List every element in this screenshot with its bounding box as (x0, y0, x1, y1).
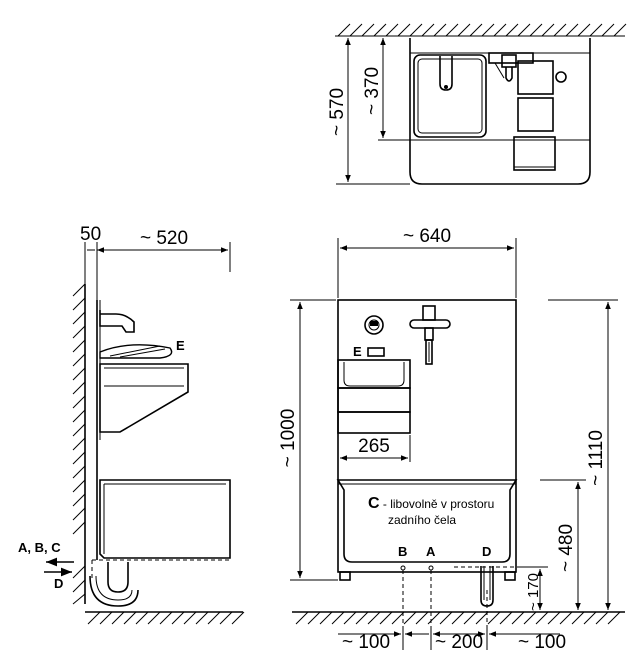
front-foot-left (339, 571, 351, 581)
front-label-d: D (482, 544, 491, 559)
front-floor-hatch (295, 611, 621, 625)
side-lower-basin (99, 479, 231, 559)
front-note-c-line2: zadního čela (388, 513, 456, 527)
front-dim-bottom-1: ~ 100 (342, 632, 390, 653)
front-dim-inlet-height: ~ 480 (556, 524, 577, 572)
front-dim-bottom-2: ~ 200 (435, 632, 483, 653)
side-wall-hatch (72, 283, 86, 605)
side-faucet (99, 310, 135, 333)
front-dim-sink-width: 265 (358, 436, 390, 457)
side-label-e: E (176, 338, 185, 353)
top-unit-outline (409, 38, 591, 185)
side-floor-hatch (87, 611, 245, 625)
front-dim-bottom-3: ~ 100 (518, 632, 566, 653)
side-dim-wall-gap: 50 (80, 224, 101, 245)
front-point-a (428, 565, 434, 571)
side-trap (107, 562, 129, 593)
front-label-e: E (353, 344, 362, 359)
front-cabinet (337, 299, 517, 573)
top-view: ~ 570 ~ 370 (327, 23, 627, 185)
front-point-b (400, 565, 406, 571)
top-shelf-3 (513, 136, 556, 171)
front-sink-panel-2 (337, 411, 411, 434)
top-wall-hatch (335, 23, 627, 37)
top-drain-circle (555, 71, 567, 83)
top-valve-block (488, 52, 534, 64)
front-faucet (409, 319, 451, 329)
top-shelf-2 (517, 97, 554, 132)
front-note-c-line1: C - libovolně v prostoru (368, 495, 494, 512)
front-dim-width: ~ 640 (403, 226, 451, 247)
side-label-d: D (54, 576, 63, 591)
front-label-b: B (398, 544, 407, 559)
front-label-a: A (426, 544, 436, 559)
front-lower-basin (336, 479, 518, 563)
front-sink-panel-1 (337, 387, 411, 413)
side-view: E A, B, C D 50 ~ 520 (18, 224, 245, 625)
top-dim-depth: ~ 370 (362, 67, 383, 115)
front-dim-height-outer: ~ 1110 (586, 430, 607, 486)
top-sink-basin (413, 54, 487, 138)
front-foot-right (504, 571, 516, 581)
front-dim-height-total: ~ 1000 (278, 409, 299, 468)
side-label-abc: A, B, C (18, 540, 61, 555)
front-sink (337, 359, 411, 389)
front-view: E C - libovolně v prostoru zadního čela … (278, 226, 625, 653)
top-shelf-1 (517, 60, 554, 95)
front-drain-pipe (480, 566, 494, 607)
front-dim-outlet-height: ~ 170 (525, 573, 542, 611)
side-sink (99, 363, 189, 433)
side-dim-depth: ~ 520 (140, 228, 188, 249)
top-dim-width: ~ 570 (327, 88, 348, 136)
top-faucet (439, 56, 453, 91)
front-round-fitting (364, 315, 384, 335)
